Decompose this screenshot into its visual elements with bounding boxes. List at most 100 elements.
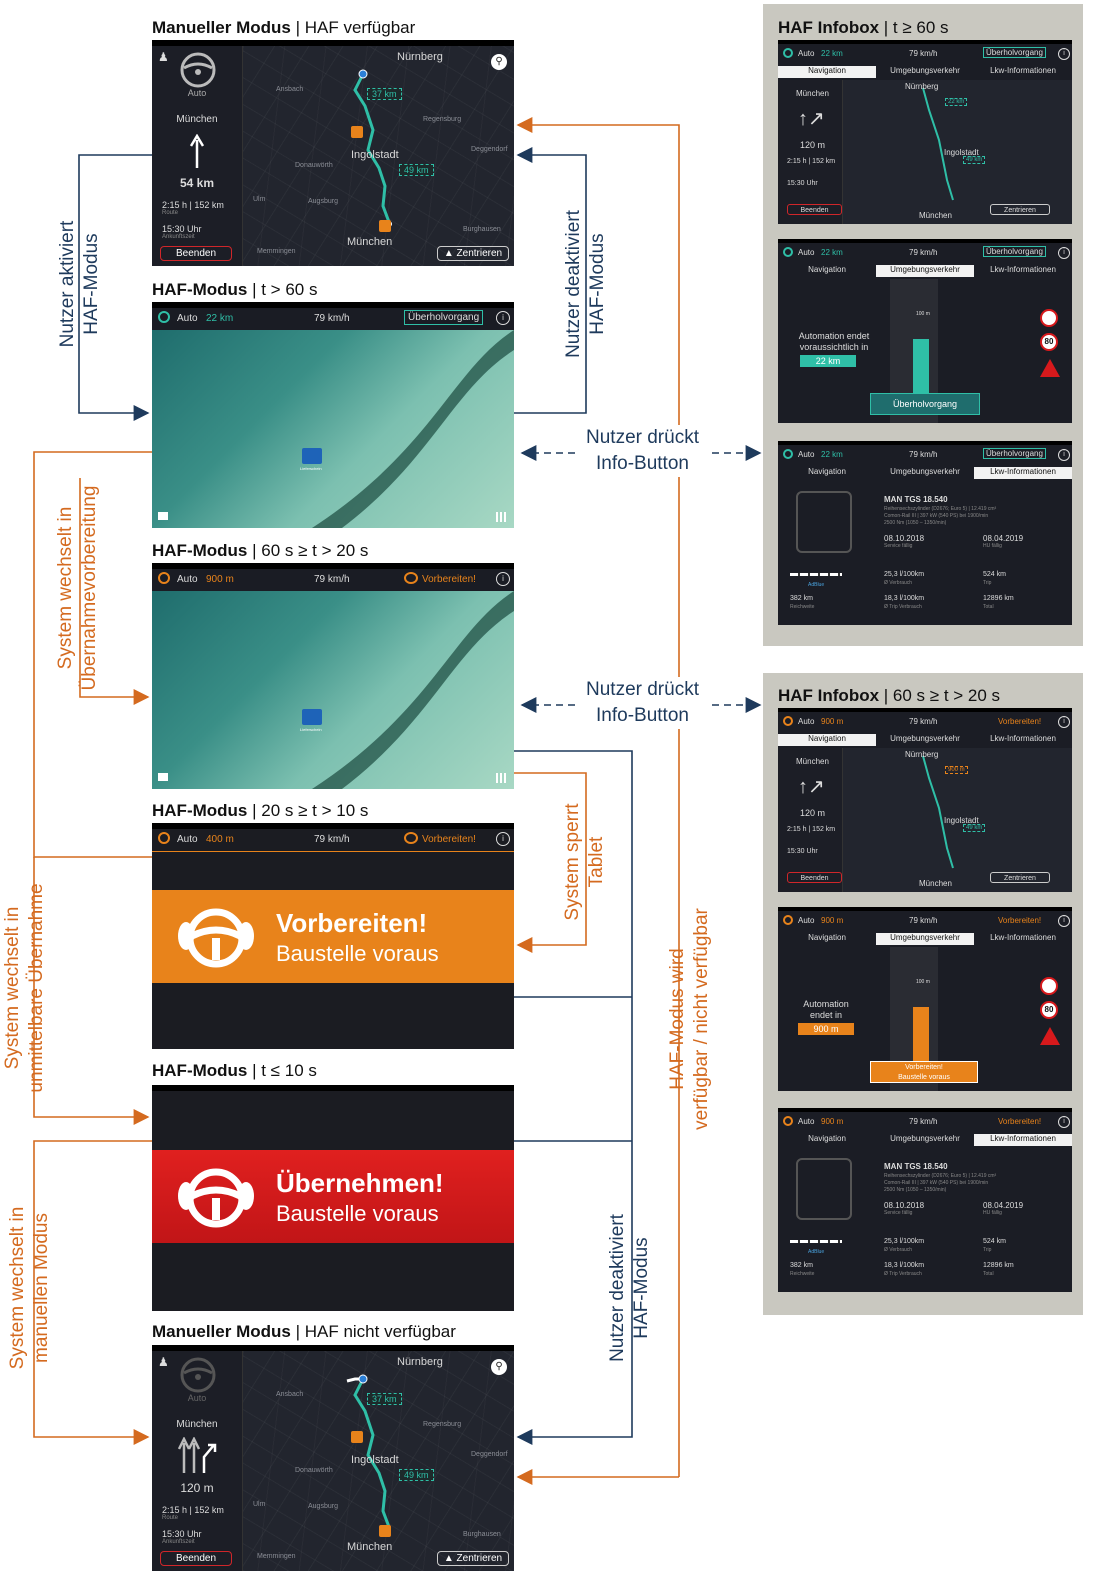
tab-env[interactable]: Umgebungsverkehr <box>890 467 960 476</box>
search-icon[interactable]: ⚲ <box>491 1359 507 1375</box>
km-tag: 49 km <box>399 1469 434 1481</box>
tab-truck[interactable]: Lkw-Informationen <box>990 933 1056 942</box>
status-bar <box>152 823 514 829</box>
mode-label: Auto <box>798 49 815 58</box>
apps-grid-icon[interactable] <box>496 773 506 783</box>
service-date: 08.10.2018 <box>884 1201 925 1210</box>
mode-label: Auto <box>798 248 815 257</box>
end-button[interactable]: Beenden <box>160 246 232 261</box>
range-label: Reichweite <box>790 604 815 610</box>
overtake-badge: Überholvorgang <box>983 448 1046 459</box>
tab-nav[interactable]: Navigation <box>808 1134 846 1143</box>
info-button[interactable]: i <box>1058 48 1070 60</box>
tab-env[interactable]: Umgebungsverkehr <box>890 734 960 743</box>
remaining-distance: 900 m <box>206 574 234 585</box>
infobox-tabs: Navigation Umgebungsverkehr Lkw-Informatio… <box>778 66 1072 78</box>
info-button[interactable]: i <box>496 832 510 846</box>
info-button[interactable]: i <box>496 311 510 325</box>
map-town: Memmingen <box>257 1553 296 1560</box>
automation-end-text: Automation <box>803 999 849 1009</box>
prepare-button-title: Vorbereiten! <box>905 1064 943 1071</box>
status-bar <box>778 708 1072 712</box>
prepare-label: Vorbereiten! <box>998 916 1042 925</box>
tab-nav[interactable]: Navigation <box>808 265 846 274</box>
tab-env[interactable]: Umgebungsverkehr <box>890 66 960 75</box>
info-button[interactable]: i <box>1058 716 1070 728</box>
prepare-button[interactable]: Vorbereiten!Baustelle voraus <box>870 1061 978 1083</box>
speed: 79 km/h <box>909 916 938 925</box>
tab-truck[interactable]: Lkw-Informationen <box>990 265 1056 274</box>
title-manual-available: Manueller Modus | HAF verfügbar <box>152 18 416 37</box>
speed: 79 km/h <box>909 49 938 58</box>
map-town: Ulm <box>253 196 266 203</box>
map-town: Donauwörth <box>295 1467 333 1474</box>
folder-icon[interactable] <box>158 773 168 781</box>
infobox-tabs: Navigation Umgebungsverkehr Lkw-Informatio… <box>778 734 1072 746</box>
distance-to-turn: 120 m <box>180 1481 214 1495</box>
center-button[interactable]: ▲ Zentrieren <box>437 1551 509 1566</box>
wallpaper-swoosh <box>312 330 514 528</box>
app-icon[interactable] <box>302 448 322 464</box>
eta-label: Ankunftszeit <box>162 1539 195 1545</box>
mode-label: Auto <box>798 1117 815 1126</box>
folder-icon[interactable] <box>158 512 168 520</box>
hu-label: HU fällig <box>983 1210 1002 1216</box>
end-button[interactable]: Beenden <box>160 1551 232 1566</box>
mode-label: Auto <box>798 916 815 925</box>
center-button[interactable]: ▲ Zentrieren <box>437 246 509 261</box>
center-button[interactable]: Zentrieren <box>990 872 1050 883</box>
map-city-nuernberg: Nürnberg <box>397 51 443 63</box>
apps-grid-icon[interactable] <box>496 512 506 522</box>
info-button[interactable]: i <box>1058 1116 1070 1128</box>
tab-env[interactable]: Umgebungsverkehr <box>876 265 974 277</box>
info-button[interactable]: i <box>496 572 510 586</box>
screen-haf-10: Übernehmen! Baustelle voraus <box>152 1085 514 1311</box>
tab-truck[interactable]: Lkw-Informationen <box>974 467 1072 479</box>
end-button[interactable]: Beenden <box>787 872 842 883</box>
map-view[interactable]: Nürnberg Ingolstadt München Ansbach Rege… <box>243 46 514 266</box>
no-overtaking-sign-icon <box>1040 309 1058 327</box>
search-icon[interactable]: ⚲ <box>491 54 507 70</box>
truck-spec: Reihensechszylinder (D2676; Euro 5) | 12… <box>884 1173 997 1179</box>
km-tag: 49 km <box>963 824 986 832</box>
info-button[interactable]: i <box>1058 247 1070 259</box>
map-city-nuernberg: Nürnberg <box>397 1356 443 1368</box>
tab-truck[interactable]: Lkw-Informationen <box>990 66 1056 75</box>
warning-icon <box>379 220 391 232</box>
tab-nav[interactable]: Navigation <box>778 66 876 78</box>
tab-nav[interactable]: Navigation <box>808 933 846 942</box>
tab-env[interactable]: Umgebungsverkehr <box>890 1134 960 1143</box>
app-icon[interactable] <box>302 709 322 725</box>
map-view[interactable]: Nürnberg Ingolstadt München Ansbach Rege… <box>243 1351 514 1571</box>
tab-truck[interactable]: Lkw-Informationen <box>990 734 1056 743</box>
title-haf-20-10: HAF-Modus | 20 s ≥ t > 10 s <box>152 801 369 820</box>
tab-nav[interactable]: Navigation <box>808 467 846 476</box>
steering-hands-icon <box>178 908 254 968</box>
remaining-distance: 22 km <box>206 313 234 324</box>
map-town: Regensburg <box>423 116 462 123</box>
center-button[interactable]: Zentrieren <box>990 204 1050 215</box>
overtake-button[interactable]: Überholvorgang <box>870 393 980 415</box>
tab-env[interactable]: Umgebungsverkehr <box>876 933 974 945</box>
distance-marker: 100 m <box>916 979 930 985</box>
prepare-label: Vorbereiten! <box>422 574 476 585</box>
map-city-nuernberg: Nürnberg <box>905 82 939 91</box>
end-button[interactable]: Beenden <box>787 204 842 215</box>
map-city-ingolstadt: Ingolstadt <box>944 816 979 825</box>
user-icon: ♟ <box>158 1355 169 1369</box>
speed-limit-sign-icon: 80 <box>1040 333 1058 351</box>
tab-nav[interactable]: Navigation <box>778 734 876 746</box>
info-button[interactable]: i <box>1058 449 1070 461</box>
route-info: 2:15 h | 152 km <box>162 1505 224 1515</box>
tab-truck[interactable]: Lkw-Informationen <box>974 1134 1072 1146</box>
info-button[interactable]: i <box>1058 915 1070 927</box>
